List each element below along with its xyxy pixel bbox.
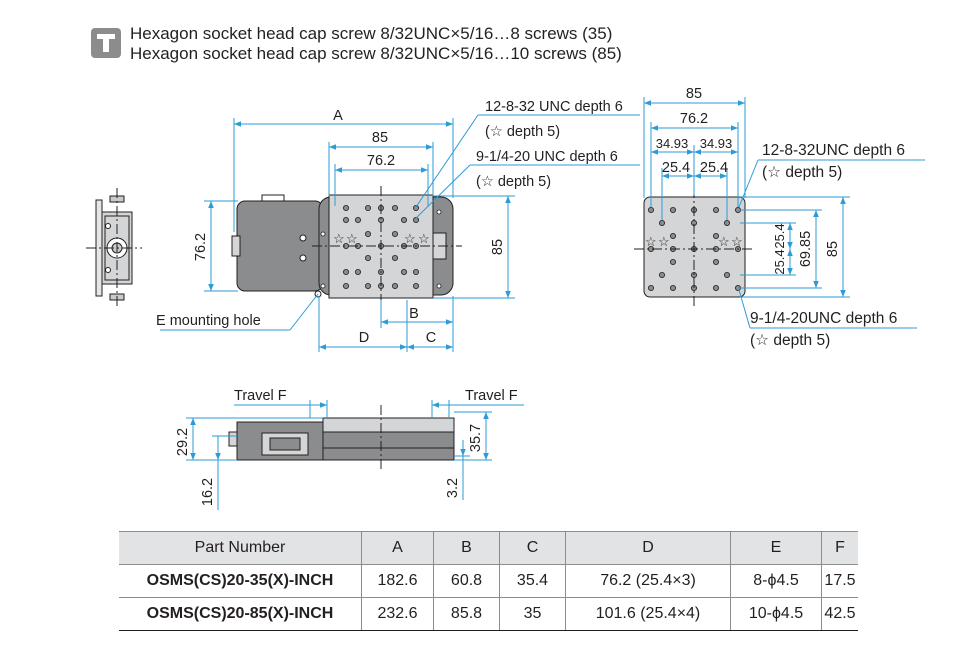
svg-text:☆: ☆ <box>658 234 670 249</box>
callout-1-4-20-holes: 9-1/4-20 UNC depth 6 <box>476 149 618 165</box>
side-dim-25-4-left: 25.4 <box>662 160 690 176</box>
callout-8-32-holes: 12-8-32 UNC depth 6 <box>485 99 623 115</box>
table-row: OSMS(CS)20-85(X)-INCH 232.6 85.8 35 101.… <box>119 597 858 631</box>
top-view: ☆ ☆ ☆ ☆ <box>231 186 462 306</box>
side-dim-69-85: 69.85 <box>798 231 814 267</box>
spec-table: Part Number A B C D E F OSMS(CS)20-35(X)… <box>119 531 858 631</box>
svg-text:☆: ☆ <box>731 234 743 249</box>
dim-B: B <box>409 306 419 322</box>
dim-D: D <box>359 330 369 346</box>
value-D: 101.6 (25.4×4) <box>565 597 731 631</box>
dim-16-2: 16.2 <box>200 478 216 506</box>
value-E: 10-ϕ4.5 <box>730 597 822 631</box>
top-view-labels: A 85 76.2 76.2 85 B D C 12-8-32 UNC dept… <box>156 99 623 346</box>
svg-text:☆: ☆ <box>418 231 430 246</box>
travel-right: Travel F <box>465 388 518 404</box>
header-F: F <box>821 531 858 565</box>
dim-35-7: 35.7 <box>468 424 484 452</box>
svg-text:☆: ☆ <box>645 234 657 249</box>
value-A: 182.6 <box>361 564 434 598</box>
side-dim-25-4-vert-bottom: 25.4 <box>772 249 787 274</box>
svg-text:☆: ☆ <box>404 231 416 246</box>
side-dim-76-2: 76.2 <box>680 111 708 127</box>
table-top-labels: 85 76.2 34.93 34.93 25.4 25.4 25.4 25.4 … <box>656 86 905 349</box>
callout-1-4-20-star: (☆ depth 5) <box>476 174 551 190</box>
side-callout-1-4-20: 9-1/4-20UNC depth 6 <box>750 310 897 327</box>
end-view <box>86 188 142 306</box>
part-number: OSMS(CS)20-35(X)-INCH <box>119 564 362 598</box>
dim-76-2-vertical: 76.2 <box>193 233 209 261</box>
table-row: OSMS(CS)20-35(X)-INCH 182.6 60.8 35.4 76… <box>119 564 858 598</box>
travel-left: Travel F <box>234 388 287 404</box>
dim-3-2: 3.2 <box>445 478 461 498</box>
spec-table-header: Part Number A B C D E F <box>119 531 858 565</box>
mounting-hole-label: E mounting hole <box>156 313 261 329</box>
value-B: 60.8 <box>433 564 500 598</box>
side-dim-34-93-left: 34.93 <box>656 136 689 151</box>
top-view-dimensions <box>160 114 640 352</box>
value-C: 35.4 <box>499 564 566 598</box>
technical-drawing: ☆ ☆ ☆ ☆ <box>86 86 925 510</box>
side-dim-34-93-right: 34.93 <box>700 136 733 151</box>
side-dim-25-4-right: 25.4 <box>700 160 728 176</box>
dim-85-vertical: 85 <box>490 239 506 255</box>
value-D: 76.2 (25.4×3) <box>565 564 731 598</box>
side-callout-8-32: 12-8-32UNC depth 6 <box>762 142 905 159</box>
value-A: 232.6 <box>361 597 434 631</box>
svg-text:☆: ☆ <box>718 234 730 249</box>
value-F: 42.5 <box>821 597 858 631</box>
table-top-dimensions <box>643 97 925 329</box>
svg-text:☆: ☆ <box>346 231 358 246</box>
header-A: A <box>361 531 434 565</box>
part-number: OSMS(CS)20-85(X)-INCH <box>119 597 362 631</box>
header-E: E <box>730 531 822 565</box>
side-dim-25-4-vert-top: 25.4 <box>772 223 787 248</box>
side-callout-8-32-star: (☆ depth 5) <box>762 164 842 181</box>
screw-icon <box>91 28 121 58</box>
front-view-dimensions <box>186 400 524 510</box>
dim-C: C <box>426 330 436 346</box>
dim-85: 85 <box>372 130 388 146</box>
value-F: 17.5 <box>821 564 858 598</box>
front-view <box>228 405 455 470</box>
dim-A: A <box>333 108 343 124</box>
front-view-labels: Travel F Travel F 29.2 16.2 35.7 3.2 <box>175 388 518 506</box>
side-dim-85: 85 <box>686 86 702 102</box>
header-B: B <box>433 531 500 565</box>
dim-76-2: 76.2 <box>367 153 395 169</box>
side-callout-1-4-20-star: (☆ depth 5) <box>750 332 830 349</box>
header-C: C <box>499 531 566 565</box>
screw-note-35: Hexagon socket head cap screw 8/32UNC×5/… <box>130 24 613 43</box>
value-C: 35 <box>499 597 566 631</box>
value-E: 8-ϕ4.5 <box>730 564 822 598</box>
callout-8-32-star: (☆ depth 5) <box>485 124 560 140</box>
screw-note-85: Hexagon socket head cap screw 8/32UNC×5/… <box>130 44 622 63</box>
dim-29-2: 29.2 <box>175 428 191 456</box>
header-part-number: Part Number <box>119 531 362 565</box>
value-B: 85.8 <box>433 597 500 631</box>
table-top-view: ☆ ☆ ☆ ☆ <box>634 188 755 306</box>
side-dim-85-vertical: 85 <box>825 241 841 257</box>
header-D: D <box>565 531 731 565</box>
svg-text:☆: ☆ <box>333 231 345 246</box>
